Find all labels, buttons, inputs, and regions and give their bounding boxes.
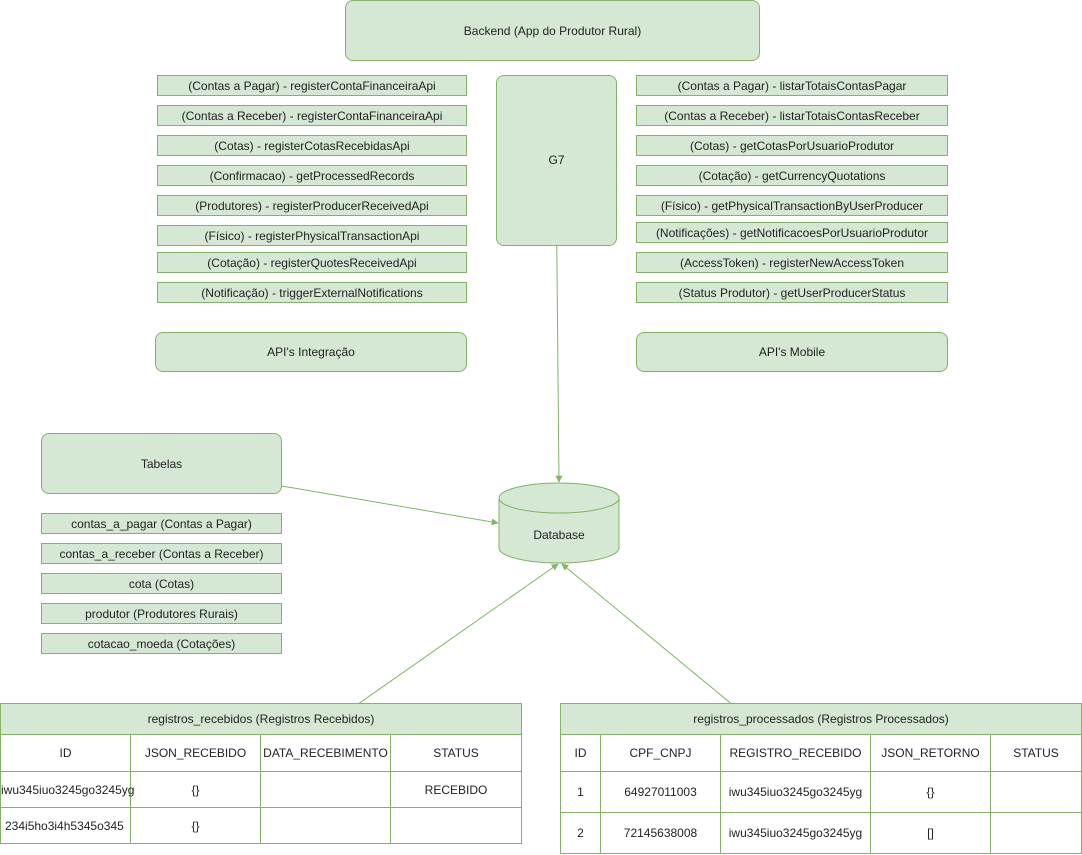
table-item[interactable]: cota (Cotas) <box>41 573 282 594</box>
table-caption: registros_recebidos (Registros Recebidos… <box>0 703 523 735</box>
backend-box[interactable]: Backend (App do Produtor Rural) <box>345 0 760 61</box>
table-item-label: cotacao_moeda (Cotações) <box>87 636 236 651</box>
g7-label: G7 <box>548 153 565 167</box>
table-cell <box>989 771 1082 813</box>
table-cell <box>989 812 1082 854</box>
mobile-api-item[interactable]: (Notificações) - getNotificacoesPorUsuar… <box>636 222 948 243</box>
table-item[interactable]: contas_a_receber (Contas a Receber) <box>41 543 282 564</box>
table-row: 234i5ho3i4h5345o345 {} <box>0 807 523 844</box>
mobile-api-label: (Notificações) - getNotificacoesPorUsuar… <box>655 225 929 240</box>
table-cell: 1 <box>560 771 601 813</box>
mobile-api-label: (Contas a Receber) - listarTotaisContasR… <box>664 108 920 123</box>
table-item-label: contas_a_pagar (Contas a Pagar) <box>71 516 252 531</box>
database-cylinder[interactable] <box>498 482 620 564</box>
mobile-api-item[interactable]: (Status Produtor) - getUserProducerStatu… <box>636 282 948 303</box>
table-cell: {} <box>130 807 261 844</box>
column-header: ID <box>0 734 131 772</box>
table-row: 2 72145638008 iwu345iuo3245go3245yg [] <box>560 812 1082 854</box>
integration-api-item[interactable]: (Físico) - registerPhysicalTransactionAp… <box>157 225 467 246</box>
mobile-api-label: (AccessToken) - registerNewAccessToken <box>679 255 905 270</box>
integration-api-item[interactable]: (Notificação) - triggerExternalNotificat… <box>157 282 467 303</box>
table-cell: 234i5ho3i4h5345o345 <box>0 807 131 844</box>
mobile-api-label: (Cotas) - getCotasPorUsuarioProdutor <box>689 138 895 153</box>
table-caption: registros_processados (Registros Process… <box>559 703 1082 735</box>
mobile-apis-title: API's Mobile <box>758 345 826 359</box>
table-row: 1 64927011003 iwu345iuo3245go3245yg {} <box>560 771 1082 813</box>
column-header: ID <box>560 734 601 772</box>
tables-database-connector <box>281 485 499 526</box>
table-row: iwu345iuo3245go3245yg {} RECEBIDO <box>0 771 523 808</box>
mobile-api-item[interactable]: (Contas a Receber) - listarTotaisContasR… <box>636 105 948 126</box>
integration-api-label: (Cotas) - registerCotasRecebidasApi <box>214 138 410 153</box>
column-header: JSON_RECEBIDO <box>130 734 261 772</box>
table-cell: {} <box>870 771 991 813</box>
integration-api-item[interactable]: (Produtores) - registerProducerReceivedA… <box>157 195 467 216</box>
integration-api-item[interactable]: (Contas a Receber) - registerContaFinanc… <box>157 105 467 126</box>
integration-api-item[interactable]: (Cotação) - registerQuotesReceivedApi <box>157 252 467 273</box>
database-label: Database <box>533 528 585 542</box>
column-header: CPF_CNPJ <box>600 734 721 772</box>
column-header: REGISTRO_RECEBIDO <box>720 734 871 772</box>
table-item[interactable]: cotacao_moeda (Cotações) <box>41 633 282 654</box>
integration-api-label: (Físico) - registerPhysicalTransactionAp… <box>204 228 420 243</box>
mobile-api-label: (Contas a Pagar) - listarTotaisContasPag… <box>677 78 907 93</box>
mobile-api-label: (Físico) - getPhysicalTransactionByUserP… <box>660 198 924 213</box>
g7-box[interactable]: G7 <box>496 75 617 246</box>
table-item-label: produtor (Produtores Rurais) <box>85 606 238 621</box>
table-cell: iwu345iuo3245go3245yg <box>0 771 134 808</box>
mobile-api-item[interactable]: (Físico) - getPhysicalTransactionByUserP… <box>636 195 948 216</box>
registros-processados-table: registros_processados (Registros Process… <box>559 703 1082 854</box>
mobile-api-item[interactable]: (Contas a Pagar) - listarTotaisContasPag… <box>636 75 948 96</box>
integration-apis-title: API's Integração <box>267 345 355 359</box>
table-cell: 2 <box>560 812 601 854</box>
integration-api-label: (Confirmacao) - getProcessedRecords <box>209 168 415 183</box>
mobile-api-item[interactable]: (AccessToken) - registerNewAccessToken <box>636 252 948 273</box>
tables-title-box[interactable]: Tabelas <box>41 433 282 494</box>
table-cell: 72145638008 <box>600 812 721 854</box>
mobile-api-label: (Cotação) - getCurrencyQuotations <box>698 168 886 183</box>
table-cell: RECEBIDO <box>389 771 523 808</box>
backend-title: Backend (App do Produtor Rural) <box>463 23 642 38</box>
column-header: JSON_RETORNO <box>870 734 991 772</box>
tables-title: Tabelas <box>140 456 183 471</box>
column-header: STATUS <box>989 734 1082 772</box>
column-header: STATUS <box>389 734 523 772</box>
integration-api-label: (Cotação) - registerQuotesReceivedApi <box>207 255 417 270</box>
table-cell: iwu345iuo3245go3245yg <box>720 771 871 813</box>
integration-api-label: (Notificação) - triggerExternalNotificat… <box>201 285 423 300</box>
table-cell: iwu345iuo3245go3245yg <box>720 812 871 854</box>
integration-api-label: (Contas a Receber) - registerContaFinanc… <box>181 108 443 123</box>
table-cell <box>260 771 391 808</box>
table-cell: [] <box>870 812 991 854</box>
mobile-api-item[interactable]: (Cotação) - getCurrencyQuotations <box>636 165 948 186</box>
mobile-apis-title-box[interactable]: API's Mobile <box>636 332 948 372</box>
registros-recebidos-table: registros_recebidos (Registros Recebidos… <box>0 703 523 844</box>
column-header: DATA_RECEBIMENTO <box>260 734 391 772</box>
integration-api-item[interactable]: (Confirmacao) - getProcessedRecords <box>157 165 467 186</box>
table-cell <box>260 807 391 844</box>
table-item[interactable]: produtor (Produtores Rurais) <box>41 603 282 624</box>
table-cell: 64927011003 <box>600 771 721 813</box>
table-item-label: cota (Cotas) <box>128 576 195 591</box>
mobile-api-label: (Status Produtor) - getUserProducerStatu… <box>678 285 906 300</box>
integration-api-label: (Produtores) - registerProducerReceivedA… <box>195 198 429 213</box>
integration-api-item[interactable]: (Cotas) - registerCotasRecebidasApi <box>157 135 467 156</box>
table-cell: {} <box>130 771 261 808</box>
table-item-label: contas_a_receber (Contas a Receber) <box>59 546 264 561</box>
integration-api-label: (Contas a Pagar) - registerContaFinancei… <box>188 78 436 93</box>
mobile-api-item[interactable]: (Cotas) - getCotasPorUsuarioProdutor <box>636 135 948 156</box>
integration-apis-title-box[interactable]: API's Integração <box>155 332 467 372</box>
integration-api-item[interactable]: (Contas a Pagar) - registerContaFinancei… <box>157 75 467 96</box>
table-cell <box>389 807 523 844</box>
table-item[interactable]: contas_a_pagar (Contas a Pagar) <box>41 513 282 534</box>
